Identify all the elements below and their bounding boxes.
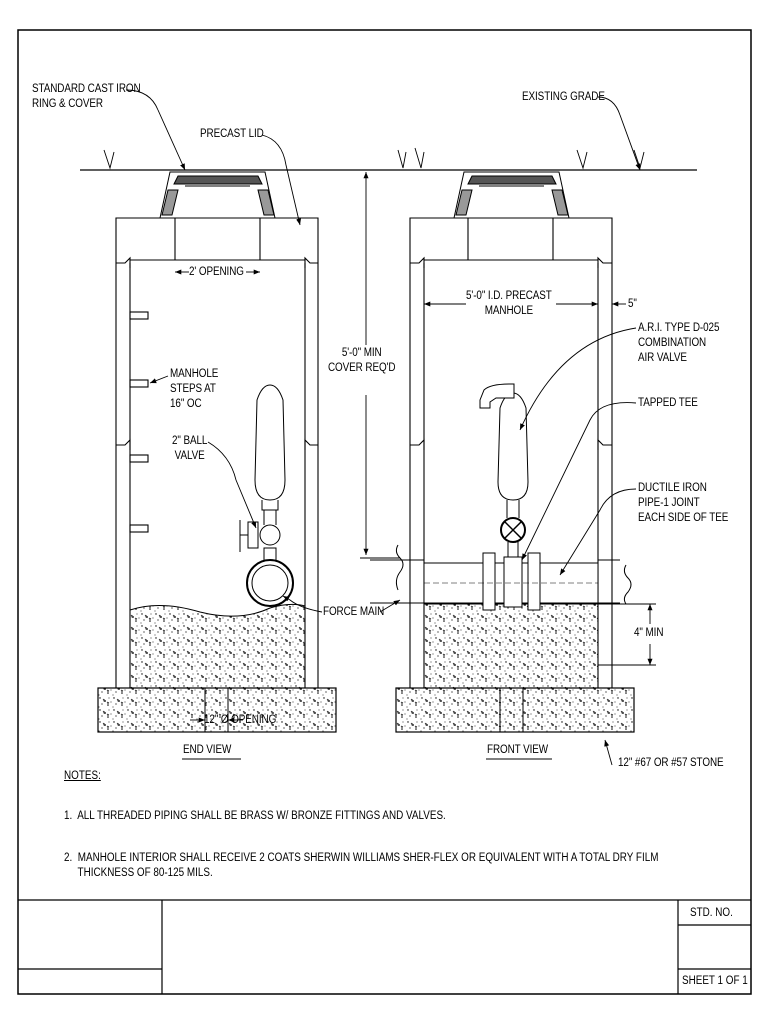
- title-block-sheet: SHEET 1 OF 1: [682, 975, 748, 987]
- title-block: [18, 899, 751, 994]
- label-stone: 12" #67 OR #57 STONE: [618, 757, 724, 769]
- front-view-air-valve-assembly: [479, 383, 529, 557]
- front-view-base-slab: [395, 687, 635, 733]
- label-end-view: END VIEW: [183, 744, 232, 756]
- sheet-border: [17, 29, 752, 995]
- label-front-view: FRONT VIEW: [487, 744, 549, 756]
- leader-lines: [125, 89, 641, 766]
- front-view-ring-cover: [453, 171, 570, 219]
- label-two-ft-opening: 2' OPENING: [189, 266, 244, 278]
- notes-heading: NOTES:: [64, 770, 101, 782]
- label-min-cover: 5'-0" MIN COVER REQ'D: [328, 347, 396, 374]
- label-four-min: 4" MIN: [634, 627, 664, 639]
- label-twelve-opening: 12" Ø OPENING: [204, 714, 277, 726]
- note-1: 1. ALL THREADED PIPING SHALL BE BRASS W/…: [64, 810, 446, 822]
- end-view-base-slab: [97, 687, 337, 733]
- label-id-precast: 5'-0" I.D. PRECAST MANHOLE: [466, 290, 552, 317]
- label-ring-cover: STANDARD CAST IRON RING & COVER: [32, 83, 141, 110]
- front-view-bedding: [423, 603, 599, 689]
- label-five-inch: 5": [628, 298, 637, 310]
- end-view-air-valve-assembly: [239, 384, 286, 560]
- label-ball-valve: 2" BALL VALVE: [172, 435, 208, 462]
- title-block-std-no: STD. NO.: [690, 907, 733, 919]
- min-cover-dimension: [360, 172, 400, 559]
- end-view-force-main-pipe: [246, 559, 294, 607]
- label-manhole-steps: MANHOLE STEPS AT 16" OC: [170, 368, 219, 410]
- label-ari-valve: A.R.I. TYPE D-025 COMBINATION AIR VALVE: [638, 322, 720, 364]
- grass-marks: [103, 147, 645, 170]
- end-view-bedding: [129, 603, 306, 689]
- label-tapped-tee: TAPPED TEE: [638, 397, 698, 409]
- end-view-ring-cover: [159, 171, 276, 219]
- label-ductile-iron: DUCTILE IRON PIPE-1 JOINT EACH SIDE OF T…: [638, 482, 729, 524]
- label-precast-lid: PRECAST LID: [200, 128, 264, 140]
- label-force-main: FORCE MAIN: [323, 606, 385, 618]
- note-2: 2. MANHOLE INTERIOR SHALL RECEIVE 2 COAT…: [64, 852, 659, 879]
- label-existing-grade: EXISTING GRADE: [522, 91, 605, 103]
- front-view-pipe: [370, 552, 620, 611]
